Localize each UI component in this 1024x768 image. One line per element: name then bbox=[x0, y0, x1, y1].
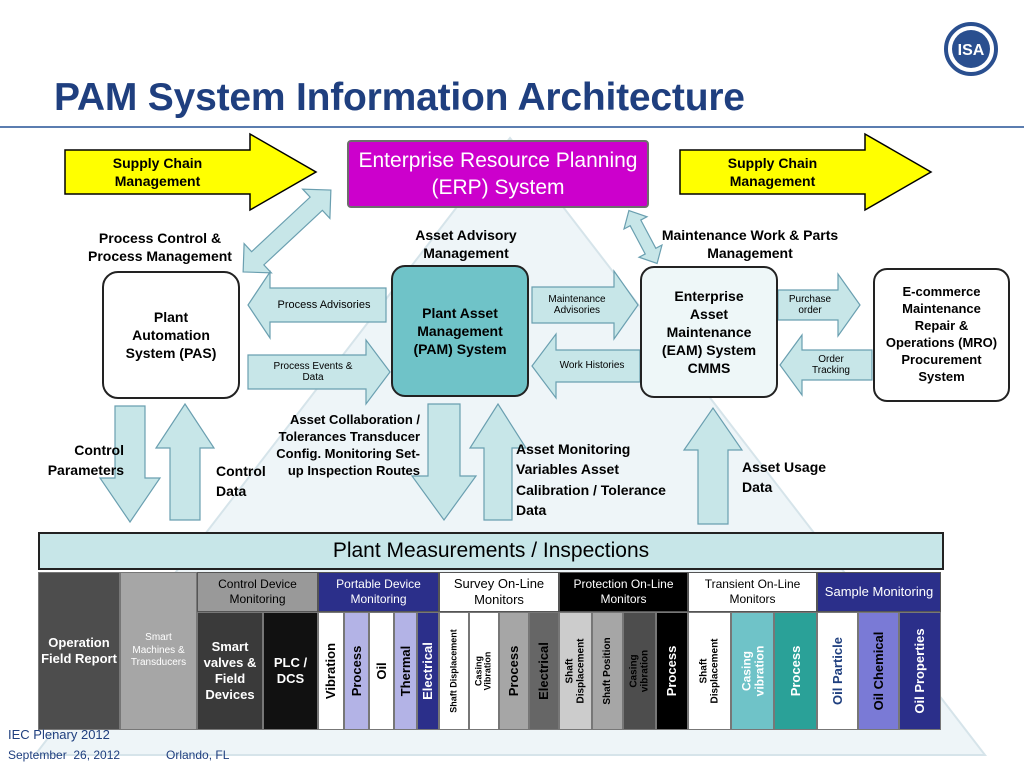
smart-machines-cell: Smart Machines & Transducers bbox=[120, 572, 197, 730]
vcell-casing-vibration-survey: Casing Vibration bbox=[469, 612, 499, 730]
vcell-oil: Oil bbox=[369, 612, 394, 730]
eam-box: Enterprise Asset Maintenance (EAM) Syste… bbox=[640, 266, 778, 398]
vcell-process-transient: Process bbox=[774, 612, 817, 730]
vcell-electrical-survey: Electrical bbox=[529, 612, 559, 730]
arrow-asset-collaboration bbox=[410, 403, 478, 522]
survey-online-header: Survey On-Line Monitors bbox=[439, 572, 559, 612]
page-title: PAM System Information Architecture bbox=[54, 76, 745, 119]
vcell-casing-vibration-transient: Casing vibration bbox=[731, 612, 774, 730]
arrow-asset-monitoring bbox=[468, 402, 528, 521]
mro-box: E-commerce Maintenance Repair & Operatio… bbox=[873, 268, 1010, 402]
supply-chain-left-label: Supply Chain Management bbox=[112, 154, 203, 189]
control-device-monitoring-header: Control Device Monitoring bbox=[197, 572, 318, 612]
vcell-shaft-position: Shaft Position bbox=[592, 612, 623, 730]
process-events-text: Process Events & Data bbox=[273, 360, 353, 384]
arrow-control-data bbox=[154, 402, 216, 521]
process-control-label: Process Control & Process Management bbox=[88, 230, 232, 265]
vcell-process-protection: Process bbox=[656, 612, 688, 730]
vcell-thermal: Thermal bbox=[394, 612, 417, 730]
process-advisories-text: Process Advisories bbox=[277, 298, 371, 311]
sample-monitoring-header: Sample Monitoring bbox=[817, 572, 941, 612]
supply-chain-arrow-left bbox=[64, 132, 318, 212]
vcell-vibration: Vibration bbox=[318, 612, 344, 730]
purchase-order-text: Purchase order bbox=[788, 293, 832, 317]
asset-collaboration-label: Asset Collaboration / Tolerances Transdu… bbox=[276, 412, 420, 479]
vcell-oil-particle: Oil Particle bbox=[817, 612, 858, 730]
vcell-shaft-displacement-survey: Shaft Displacement bbox=[439, 612, 469, 730]
vcell-oil-properties: Oil Properties bbox=[899, 612, 941, 730]
asset-monitoring-label: Asset Monitoring Variables Asset Calibra… bbox=[516, 441, 666, 518]
erp-system-box: Enterprise Resource Planning (ERP) Syste… bbox=[347, 140, 649, 208]
asset-advisory-label: Asset Advisory Management bbox=[415, 227, 517, 262]
vcell-oil-chemical: Oil Chemical bbox=[858, 612, 899, 730]
control-parameters-label: Control Parameters bbox=[47, 442, 124, 479]
plc-dcs-cell: PLC / DCS bbox=[263, 612, 318, 730]
pam-box: Plant Asset Management (PAM) System bbox=[391, 265, 529, 397]
pas-box: Plant Automation System (PAS) bbox=[102, 271, 240, 399]
maintenance-work-label: Maintenance Work & Parts Management bbox=[661, 227, 839, 262]
asset-usage-label: Asset Usage Data bbox=[742, 459, 827, 496]
arrow-work-histories bbox=[531, 332, 641, 400]
supply-chain-arrow-right bbox=[679, 132, 933, 212]
maintenance-advisories-text: Maintenance Advisories bbox=[548, 293, 606, 317]
arrow-purchase-order bbox=[777, 272, 861, 338]
arrow-process-advisories bbox=[247, 270, 387, 340]
vcell-casing-vibration-protection: Casing vibration bbox=[623, 612, 656, 730]
footer-location: Orlando, FL bbox=[166, 748, 230, 762]
isa-logo: ISA bbox=[944, 22, 998, 76]
double-arrow-pas-erp bbox=[242, 188, 332, 274]
arrow-asset-usage bbox=[682, 406, 744, 525]
vcell-process-portable: Process bbox=[344, 612, 369, 730]
footer-event: IEC Plenary 2012 bbox=[8, 727, 110, 742]
vcell-electrical-portable: Electrical bbox=[417, 612, 439, 730]
title-divider bbox=[0, 126, 1024, 128]
vcell-shaft-displacement-protection: Shaft Displacement bbox=[559, 612, 592, 730]
arrow-control-parameters bbox=[98, 405, 162, 524]
protection-online-header: Protection On-Line Monitors bbox=[559, 572, 688, 612]
operation-field-report-cell: Operation Field Report bbox=[38, 572, 120, 730]
plant-measurements-banner: Plant Measurements / Inspections bbox=[38, 532, 944, 570]
svg-text:ISA: ISA bbox=[958, 42, 985, 59]
supply-chain-right-label: Supply Chain Management bbox=[727, 154, 818, 189]
work-histories-text: Work Histories bbox=[559, 360, 625, 372]
arrow-maintenance-advisories bbox=[531, 269, 639, 341]
transient-online-header: Transient On-Line Monitors bbox=[688, 572, 817, 612]
arrow-process-events bbox=[247, 338, 391, 406]
smart-valves-cell: Smart valves & Field Devices bbox=[197, 612, 263, 730]
double-arrow-erp-eam bbox=[623, 209, 663, 265]
footer-date: September 26, 2012 bbox=[8, 748, 121, 762]
order-tracking-text: Order Tracking bbox=[812, 353, 850, 377]
vcell-process-survey: Process bbox=[499, 612, 529, 730]
arrow-order-tracking bbox=[779, 333, 873, 397]
portable-device-monitoring-header: Portable Device Monitoring bbox=[318, 572, 439, 612]
vcell-shaft-displacement-transient: Shaft Displacement bbox=[688, 612, 731, 730]
control-data-label: Control Data bbox=[216, 463, 266, 500]
